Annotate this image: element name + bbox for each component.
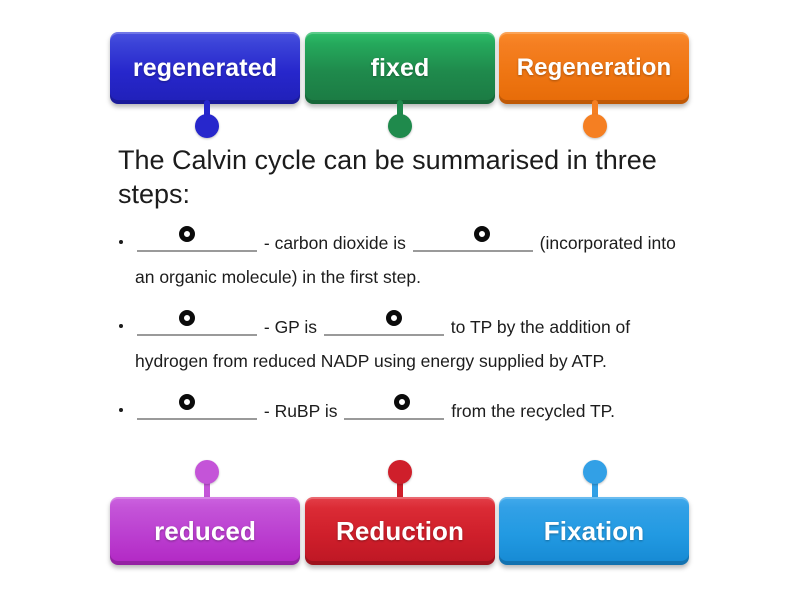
step-1-text-a: - carbon dioxide is (263, 232, 406, 253)
drop-target-ring-icon (179, 309, 196, 326)
tile-regenerated-label: regenerated (132, 53, 278, 82)
list-item-step-1: - carbon dioxide is (incorporated into a… (118, 225, 693, 294)
lead-text: The Calvin cycle can be summarised in th… (118, 145, 657, 210)
connector-knob[interactable] (195, 114, 219, 138)
step-2-text-b: to TP by the addition of hydrogen from r… (135, 316, 631, 371)
step-2-text-a: - GP is (263, 316, 318, 337)
connector-knob[interactable] (583, 114, 607, 138)
drop-zone-3a[interactable] (137, 394, 257, 421)
drop-target-ring-icon (179, 394, 196, 411)
tile-regeneration[interactable]: Regeneration (499, 32, 689, 104)
connector-fixed (388, 100, 412, 140)
connector-reduction (388, 460, 412, 500)
connector-knob[interactable] (388, 114, 412, 138)
steps-list: - carbon dioxide is (incorporated into a… (118, 225, 693, 429)
connector-fixation (583, 460, 607, 500)
drop-target-ring-icon (385, 309, 402, 326)
bullet-dot-icon (119, 408, 123, 413)
tile-reduction-label: Reduction (335, 516, 464, 546)
list-item-step-2: - GP is to TP by the addition of hydroge… (118, 309, 693, 378)
drop-zone-1b[interactable] (412, 225, 533, 252)
tile-fixed[interactable]: fixed (305, 32, 495, 104)
drop-zone-1a[interactable] (137, 225, 257, 252)
tile-fixation[interactable]: Fixation (499, 497, 689, 565)
list-item-step-3: - RuBP is from the recycled TP. (118, 394, 693, 428)
tile-reduced[interactable]: reduced (110, 497, 300, 565)
step-1-text-b: (incorporated into an organic molecule) … (135, 232, 676, 287)
step-3-text-a: - RuBP is (263, 401, 338, 422)
step-3-text-b: from the recycled TP. (451, 401, 615, 422)
drop-zone-3b[interactable] (344, 394, 445, 421)
tile-regenerated[interactable]: regenerated (110, 32, 300, 104)
tile-fixation-label: Fixation (543, 516, 645, 546)
drop-zone-2a[interactable] (137, 309, 257, 336)
bullet-dot-icon (119, 323, 123, 328)
connector-knob[interactable] (195, 460, 219, 484)
drop-zone-2b[interactable] (323, 309, 444, 336)
connector-knob[interactable] (388, 460, 412, 484)
tile-fixed-label: fixed (370, 53, 430, 82)
connector-reduced (195, 460, 219, 500)
drop-target-ring-icon (179, 225, 196, 242)
bullet-dot-icon (119, 239, 123, 244)
tile-reduced-label: reduced (154, 516, 256, 546)
connector-knob[interactable] (583, 460, 607, 484)
drop-target-ring-icon (394, 394, 411, 411)
connector-regeneration (583, 100, 607, 140)
connector-regenerated (195, 100, 219, 140)
question-content: The Calvin cycle can be summarised in th… (118, 143, 693, 428)
tile-regeneration-label: Regeneration (516, 54, 672, 81)
drop-target-ring-icon (474, 225, 491, 242)
tile-reduction[interactable]: Reduction (305, 497, 495, 565)
